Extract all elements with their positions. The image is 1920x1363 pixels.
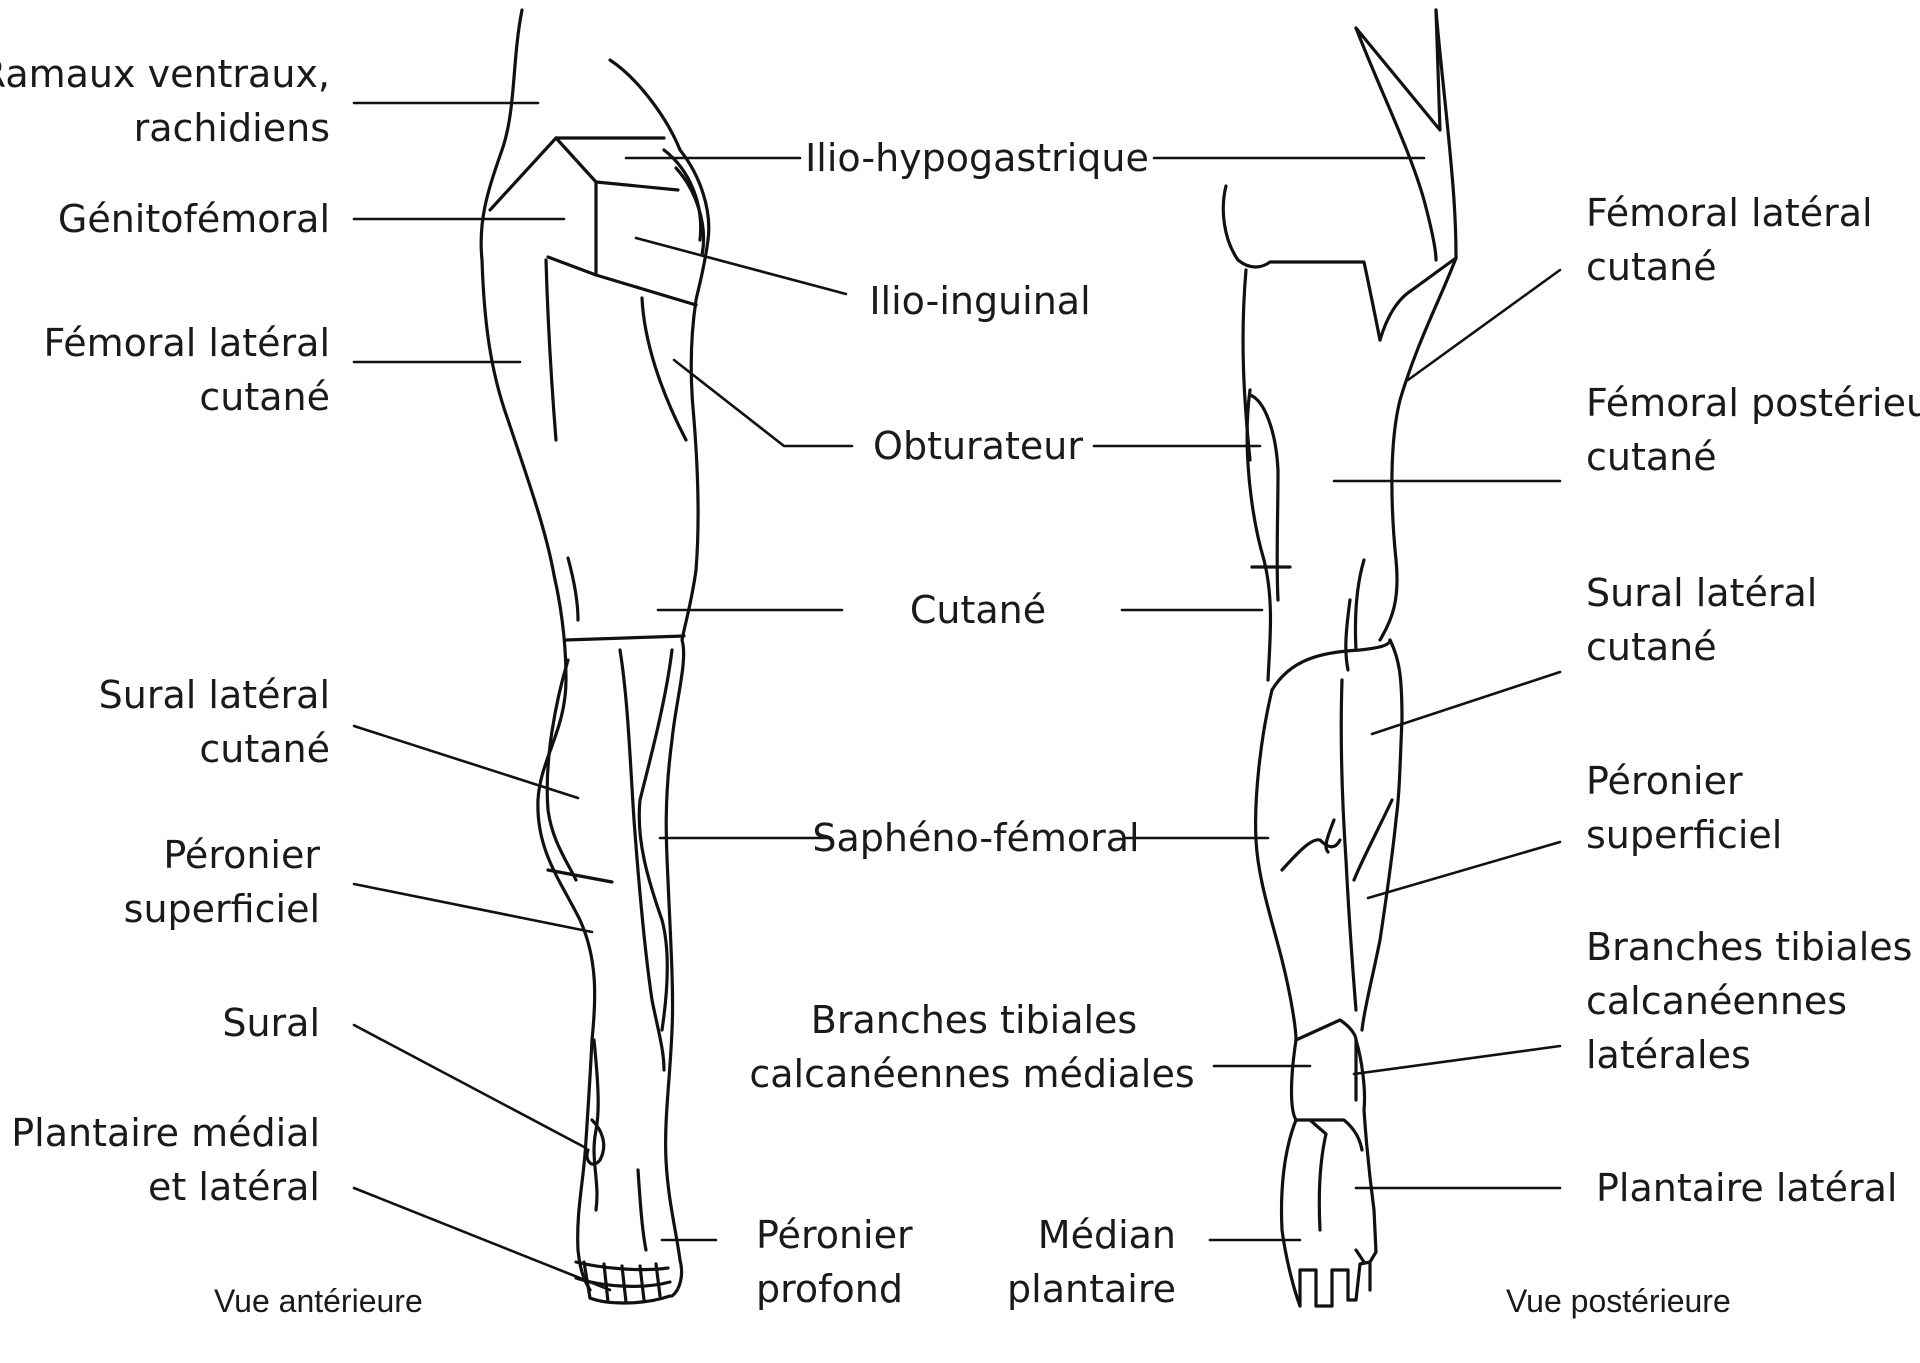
label-peronier-profond-line2: profond	[756, 1267, 903, 1311]
label-sapheno-femoral: Saphéno-fémoral	[812, 816, 1139, 860]
caption-anterior-view: Vue antérieure	[214, 1283, 423, 1319]
label-median-plantaire-line2: plantaire	[1007, 1267, 1176, 1311]
label-peronier-superficiel-left-line1: Péronier	[163, 833, 320, 877]
label-genitofemoral: Génitofémoral	[58, 197, 330, 241]
label-ilio-hypogastrique: Ilio-hypogastrique	[805, 136, 1149, 180]
label-branches-mediales-line2: calcanéennes médiales	[749, 1052, 1194, 1096]
label-peronier-superficiel-right-line2: superficiel	[1586, 813, 1782, 857]
label-cutane: Cutané	[910, 588, 1046, 632]
label-femoral-lateral-left-line1: Fémoral latéral	[43, 321, 330, 365]
label-femoral-lateral-left-line2: cutané	[199, 375, 330, 419]
label-median-plantaire-line1: Médian	[1038, 1213, 1176, 1257]
label-femoral-lateral-right-line1: Fémoral latéral	[1586, 191, 1873, 235]
label-femoral-posterieur-line1: Fémoral postérieur	[1586, 381, 1920, 425]
label-ramaux-line1: Ramaux ventraux,	[0, 52, 330, 96]
anterior-leg	[479, 8, 711, 1305]
label-ramaux-line2: rachidiens	[134, 106, 330, 150]
label-branches-mediales-line1: Branches tibiales	[811, 998, 1137, 1042]
label-plantaire-medial-line1: Plantaire médial	[11, 1111, 320, 1155]
label-plantaire-lateral: Plantaire latéral	[1596, 1166, 1897, 1210]
label-branches-laterales-line3: latérales	[1586, 1033, 1751, 1077]
label-peronier-superficiel-right-line1: Péronier	[1586, 759, 1743, 803]
posterior-leg	[1221, 8, 1458, 1308]
label-ilio-inguinal: Ilio-inguinal	[869, 279, 1090, 323]
label-femoral-lateral-right-line2: cutané	[1586, 245, 1717, 289]
label-sural: Sural	[222, 1001, 320, 1045]
label-plantaire-medial-line2: et latéral	[148, 1165, 320, 1209]
caption-posterior-view: Vue postérieure	[1506, 1283, 1731, 1319]
label-peronier-profond-line1: Péronier	[756, 1213, 913, 1257]
label-sural-lateral-left-line1: Sural latéral	[99, 673, 330, 717]
label-branches-laterales-line2: calcanéennes	[1586, 979, 1847, 1023]
label-sural-lateral-left-line2: cutané	[199, 727, 330, 771]
label-branches-laterales-line1: Branches tibiales	[1586, 925, 1912, 969]
label-femoral-posterieur-line2: cutané	[1586, 435, 1717, 479]
label-obturateur: Obturateur	[873, 424, 1083, 468]
label-sural-lateral-right-line2: cutané	[1586, 625, 1717, 669]
leader-lines	[352, 101, 1562, 1292]
labels: Ramaux ventraux, rachidiens Génitofémora…	[0, 52, 1920, 1319]
label-peronier-superficiel-left-line2: superficiel	[124, 887, 320, 931]
label-sural-lateral-right-line1: Sural latéral	[1586, 571, 1817, 615]
